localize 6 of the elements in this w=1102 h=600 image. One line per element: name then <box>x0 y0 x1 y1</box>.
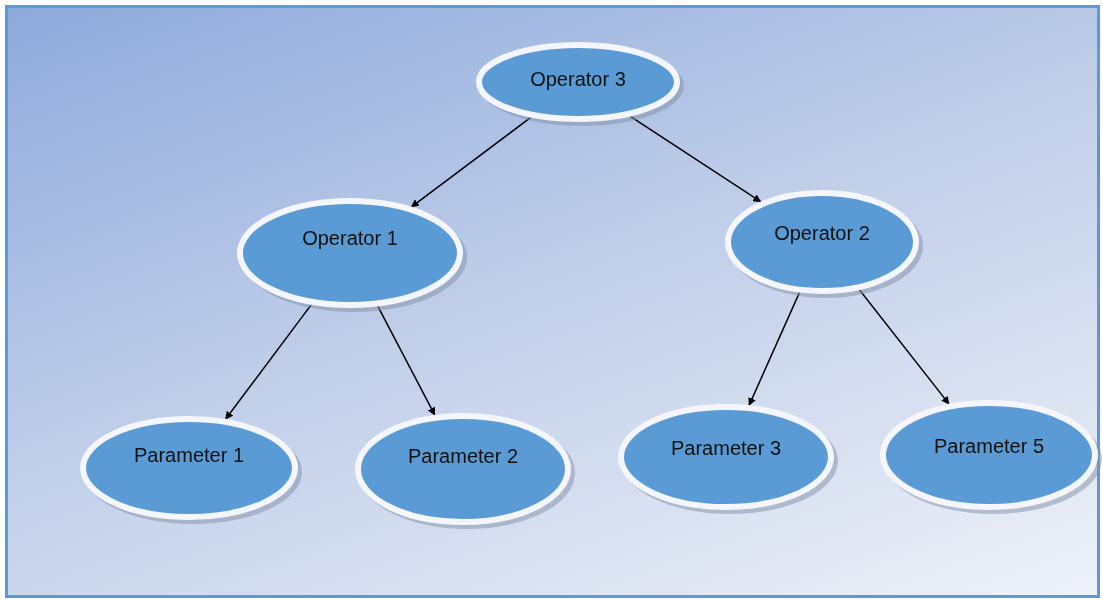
arrow <box>858 289 950 405</box>
arrow <box>224 303 313 420</box>
arrow <box>377 305 436 416</box>
arrow <box>410 116 532 208</box>
arrow <box>629 115 762 203</box>
arrow <box>748 291 801 406</box>
